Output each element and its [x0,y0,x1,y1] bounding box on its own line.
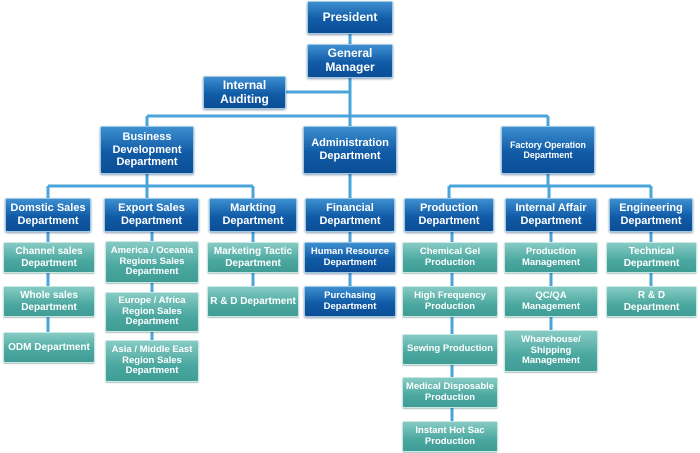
production-management-box: Production Management [504,242,598,273]
internal-auditing-box: Internal Auditing [203,76,286,109]
high-frequency-box: High Frequency Production [402,286,498,317]
asia-middle-east-box: Asia / Middle East Region Sales Departme… [105,340,199,382]
instant-hot-sac-box: Instant Hot Sac Production [402,421,498,452]
marketing-tactic-box: Marketing Tactic Department [207,242,299,273]
chemical-gel-box: Chemical Gel Production [402,242,498,273]
administration-box: Administration Department [303,126,397,174]
engineering-box: Engineering Department [609,198,693,232]
general-manager-box: General Manager [307,44,393,78]
purchasing-box: Purchasing Department [304,286,396,317]
america-oceania-box: America / Oceania Regions Sales Departme… [105,241,199,283]
marketing-box: Markting Department [209,198,297,232]
technical-box: Technical Department [606,242,697,273]
odm-box: ODM Department [3,332,95,363]
factory-operation-box: Factory Operation Department [501,126,595,174]
president-box: President [307,1,393,34]
warehouse-shipping-box: Wharehouse/ Shipping Management [504,330,598,372]
europe-africa-box: Europe / Africa Region Sales Department [105,292,199,332]
sewing-box: Sewing Production [402,334,498,365]
financial-box: Financial Department [305,198,395,232]
qc-qa-box: QC/QA Management [504,286,598,317]
rd-engineering-box: R & D Department [606,286,697,317]
whole-sales-box: Whole sales Department [3,286,95,317]
business-development-box: Business Development Department [100,126,194,174]
production-box: Production Department [404,198,494,232]
channel-sales-box: Channel sales Department [3,242,95,273]
domestic-sales-box: Domstic Sales Department [5,198,91,232]
human-resource-box: Human Resource Department [304,242,396,273]
medical-disposable-box: Medical Disposable Production [402,377,498,408]
export-sales-box: Export Sales Department [104,198,199,232]
internal-affair-box: Internal Affair Department [505,198,597,232]
rd-marketing-box: R & D Department [207,286,299,317]
